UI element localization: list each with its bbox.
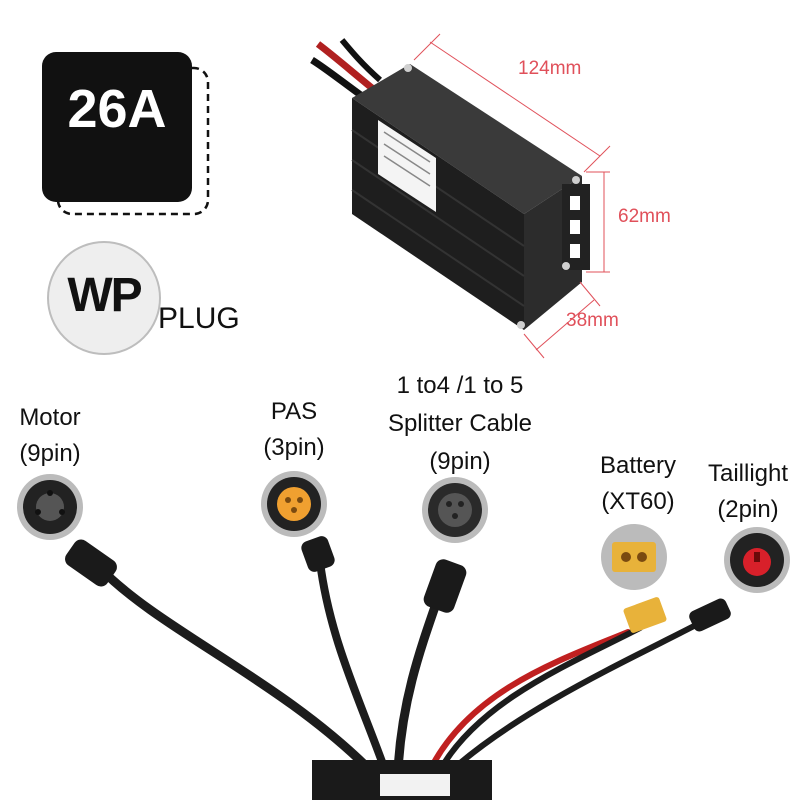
width-dimension-label: 38mm [566, 310, 619, 331]
splitter-connector-face-icon [422, 477, 488, 543]
amperage-badge [42, 52, 210, 216]
pas-pins-label: (3pin) [263, 434, 325, 461]
amperage-label: 26A [67, 79, 167, 139]
splitter-line1-label: 1 to4 /1 to 5 [396, 372, 524, 399]
taillight-pins-label: (2pin) [717, 496, 779, 523]
pas-connector-face-icon [261, 471, 327, 537]
pas-plug [301, 536, 335, 572]
height-dimension-label: 62mm [618, 206, 671, 227]
motor-connector-face-icon [17, 474, 83, 540]
taillight-connector-face-icon [724, 527, 790, 593]
motor-name-label: Motor [19, 404, 81, 431]
splitter-pins-label: (9pin) [429, 448, 491, 475]
controller-top-wires [310, 38, 382, 99]
taillight-name-label: Taillight [707, 460, 789, 487]
taillight-plug [689, 598, 731, 632]
pas-name-label: PAS [270, 398, 318, 425]
battery-pins-label: (XT60) [601, 488, 675, 515]
xt60-plug [623, 597, 667, 633]
length-dimension-label: 124mm [518, 58, 582, 79]
battery-name-label: Battery [599, 452, 677, 479]
dimension-lines [413, 33, 611, 359]
splitter-plug [423, 559, 467, 613]
wp-label: WP [67, 269, 142, 322]
controller-bottom-box [312, 760, 492, 800]
waterproof-plug-badge [47, 241, 161, 355]
controller-box [351, 64, 590, 330]
splitter-line2-label: Splitter Cable [387, 410, 533, 437]
cable-harness [95, 558, 697, 775]
motor-pins-label: (9pin) [19, 440, 81, 467]
plug-label: PLUG [158, 302, 240, 335]
battery-xt60-connector-icon [601, 524, 667, 590]
motor-plug [65, 539, 117, 587]
